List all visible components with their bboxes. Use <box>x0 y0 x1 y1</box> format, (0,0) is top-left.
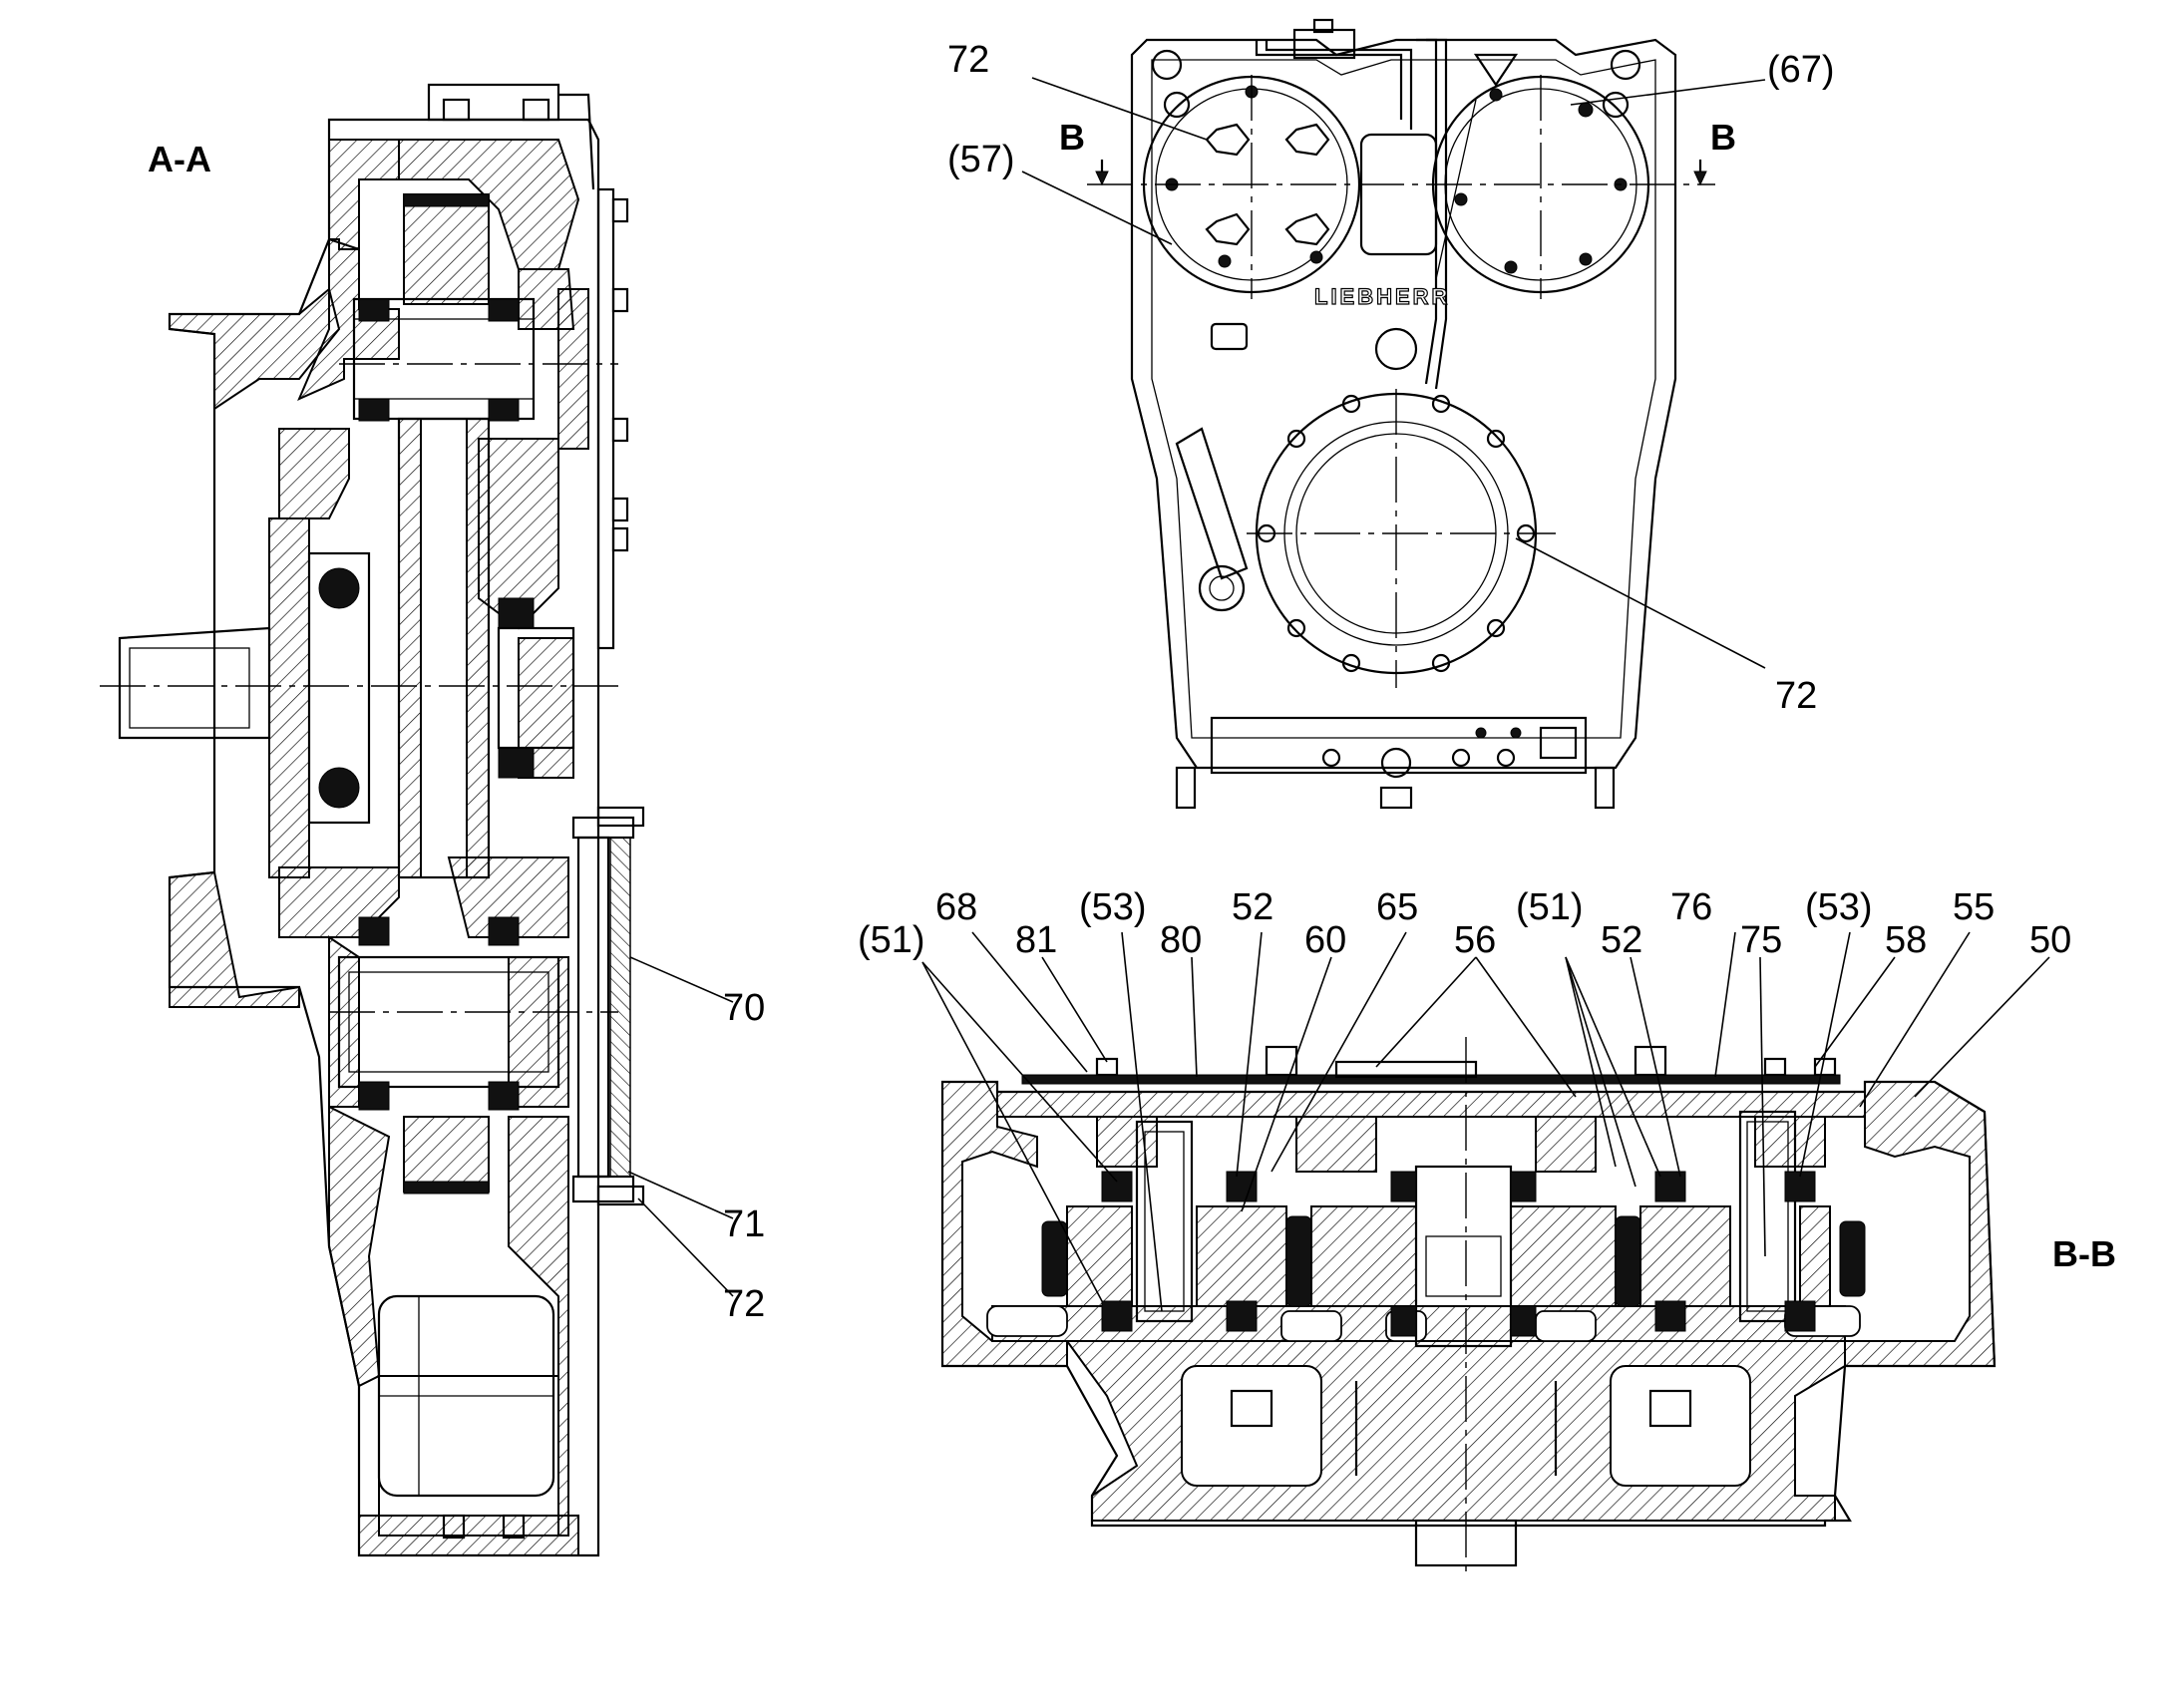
part-label: 65 <box>1376 886 1418 928</box>
part-label: (53) <box>1079 886 1147 928</box>
section-aa-view <box>100 83 734 1557</box>
part-label: 55 <box>1953 886 1995 928</box>
part-label: 52 <box>1232 886 1273 928</box>
part-label: 72 <box>723 1283 765 1325</box>
part-label: (57) <box>947 139 1015 180</box>
part-label: 81 <box>1015 919 1057 961</box>
part-label: 75 <box>1740 919 1782 961</box>
part-label: (67) <box>1767 49 1835 91</box>
part-label: 70 <box>723 987 765 1029</box>
part-label: 72 <box>1775 675 1817 717</box>
section-bb-view <box>921 931 2050 1575</box>
part-label: (51) <box>858 919 925 961</box>
part-label: 71 <box>723 1203 765 1245</box>
part-label: 80 <box>1160 919 1202 961</box>
part-label: 50 <box>2029 919 2071 961</box>
part-label: 56 <box>1454 919 1496 961</box>
part-label: (53) <box>1805 886 1873 928</box>
part-label: 68 <box>935 886 977 928</box>
part-label: 52 <box>1601 919 1642 961</box>
cut-marker-left: B <box>1059 117 1085 158</box>
part-label: 76 <box>1670 886 1712 928</box>
section-aa-title: A-A <box>148 139 211 179</box>
top-view: LIEBHERR <box>1021 18 1766 810</box>
brand-logo: LIEBHERR <box>1314 284 1450 309</box>
section-bb-title: B-B <box>2052 1233 2116 1274</box>
part-label: (51) <box>1516 886 1584 928</box>
cut-marker-right: B <box>1710 117 1736 158</box>
part-label: 60 <box>1304 919 1346 961</box>
part-label: 72 <box>947 39 989 81</box>
part-label: 58 <box>1885 919 1927 961</box>
